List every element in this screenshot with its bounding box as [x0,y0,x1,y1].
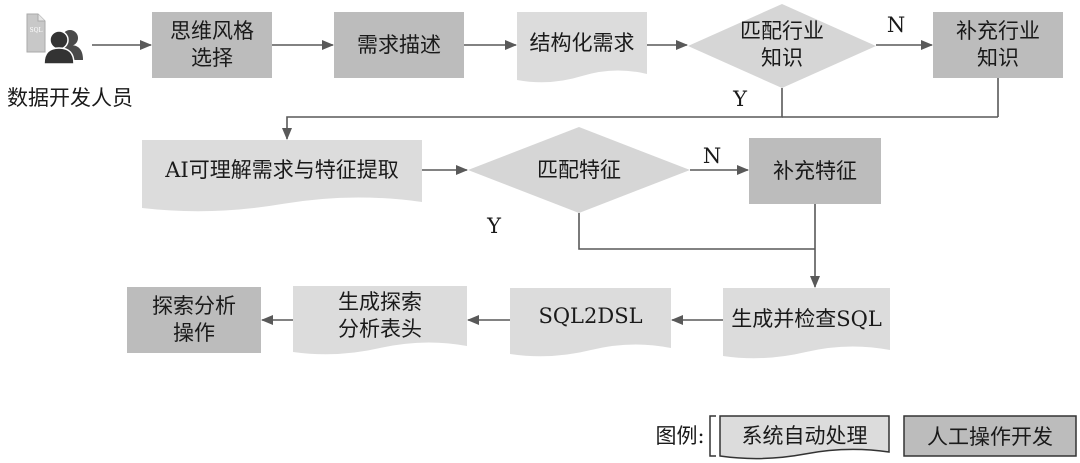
node-explore-op-shape [127,287,261,353]
node-ai-extract-shape [142,140,422,212]
node-requirement-desc-shape [334,12,464,78]
node-structured-req: 结构化需求 [529,30,635,55]
node-gen-headers-shape [293,286,467,355]
branch-n-features: N [702,143,722,168]
node-explore-op: 探索分析 操作 [152,294,236,345]
node-gen-headers: 生成探索 分析表头 [338,290,422,341]
node-gen-check-sql-shape [723,288,890,359]
actor-label: 数据开发人员 [7,85,133,110]
sql-badge: SQL [29,27,43,34]
node-gen-check-sql: 生成并检查SQL [731,306,882,331]
node-supplement-features: 补充特征 [773,158,857,183]
edge-match-y-to-ai [282,88,783,140]
node-supplement-features-shape [749,138,881,204]
users-icon [26,13,83,65]
legend-bracket [709,415,716,457]
decision-match-features-shape [468,127,690,213]
decision-match-industry: 匹配行业 知识 [740,19,824,70]
node-supplement-industry-shape [933,12,1063,78]
node-ai-extract: AI可理解需求与特征提取 [165,157,399,182]
legend-auto-label: 系统自动处理 [741,424,868,448]
legend-title: 图例: [655,423,705,448]
node-requirement-desc: 需求描述 [357,32,441,57]
node-structured-req-shape [517,12,647,83]
node-style-select-shape [152,12,272,78]
branch-y-industry: Y [733,86,747,111]
legend-manual-shape [903,415,1077,457]
branch-y-features: Y [487,213,501,238]
node-style-select: 思维风格 选择 [170,19,254,70]
legend-auto-shape [719,415,890,460]
edge-match-features-y [578,213,815,250]
legend-manual-label: 人工操作开发 [927,425,1053,449]
node-sql2dsl-shape [510,288,671,357]
decision-match-industry-shape [688,4,876,88]
decision-match-features: 匹配特征 [537,157,621,182]
node-supplement-industry: 补充行业 知识 [956,19,1040,70]
node-sql2dsl: SQL2DSL [538,303,643,328]
branch-n-industry: N [886,12,906,37]
